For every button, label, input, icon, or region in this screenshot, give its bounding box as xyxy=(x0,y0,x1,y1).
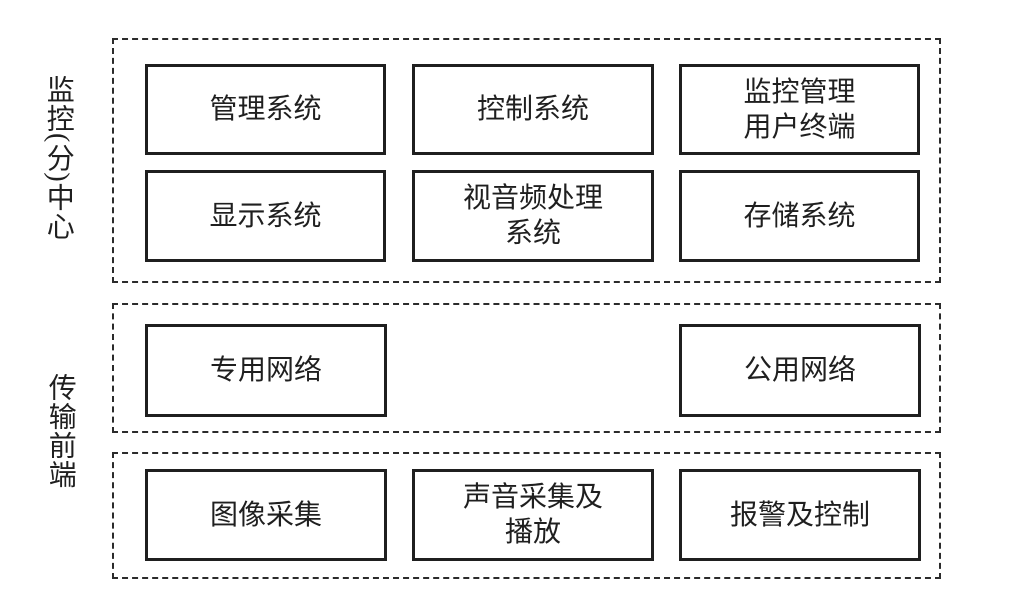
section-monitoring-center: 管理系统 控制系统 监控管理 用户终端 显示系统 视音频处理 系统 存储系统 xyxy=(112,38,941,283)
section-front-end: 图像采集 声音采集及 播放 报警及控制 xyxy=(112,452,941,579)
box-storage-system: 存储系统 xyxy=(679,170,920,262)
box-image-capture: 图像采集 xyxy=(145,469,387,561)
box-av-processing-system: 视音频处理 系统 xyxy=(412,170,654,262)
box-monitoring-user-terminal: 监控管理 用户终端 xyxy=(679,64,920,155)
side-label-transmission-frontend: 传输前端 xyxy=(44,373,76,489)
section-transmission-network: 专用网络 公用网络 xyxy=(112,303,941,433)
box-control-system: 控制系统 xyxy=(412,64,654,155)
box-display-system: 显示系统 xyxy=(145,170,386,262)
box-alarm-and-control: 报警及控制 xyxy=(679,469,921,561)
box-audio-capture-playback: 声音采集及 播放 xyxy=(412,469,654,561)
box-private-network: 专用网络 xyxy=(145,324,387,417)
box-public-network: 公用网络 xyxy=(679,324,921,417)
side-label-monitoring-center: 监控(分)中心 xyxy=(42,75,74,241)
box-management-system: 管理系统 xyxy=(145,64,386,155)
